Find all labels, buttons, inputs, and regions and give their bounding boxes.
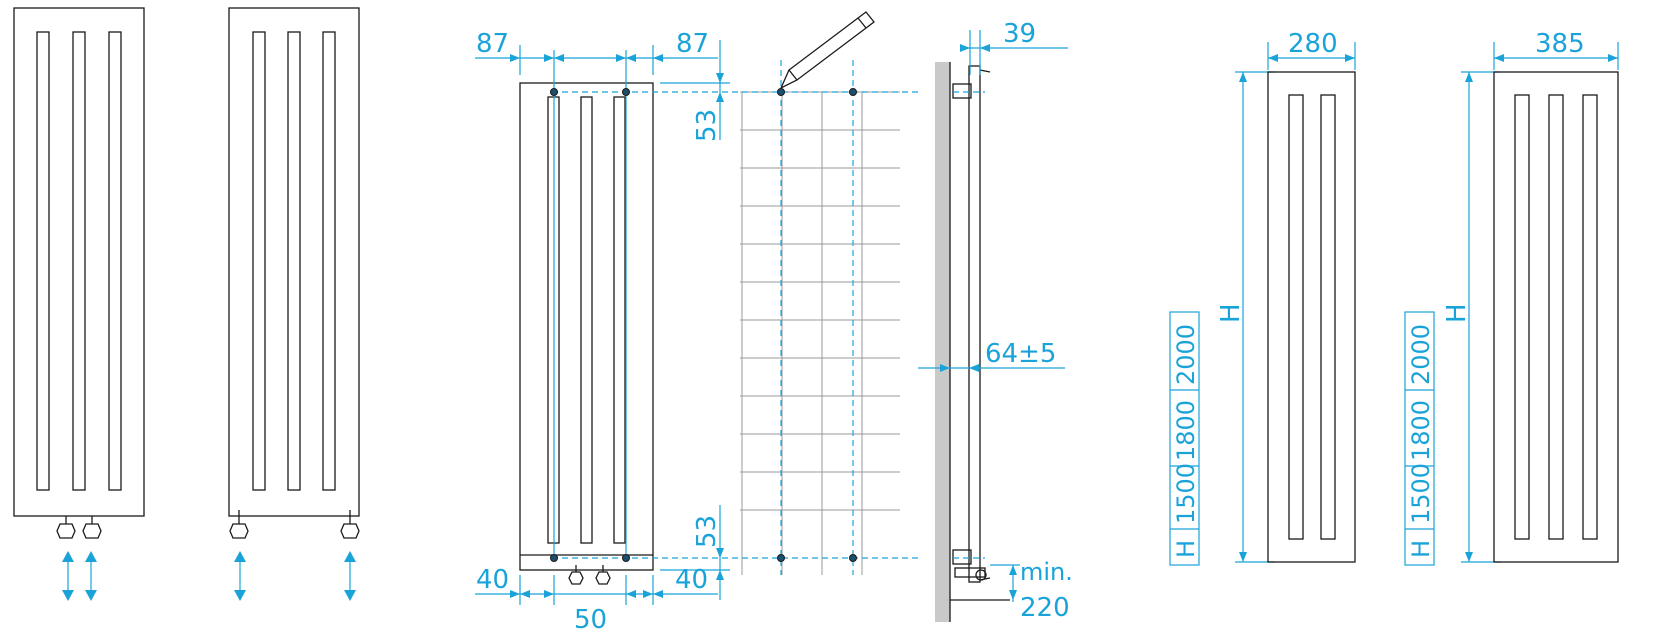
dim-depth: 39 xyxy=(1003,19,1036,49)
height-option-1500: 1500 xyxy=(1172,463,1200,524)
wall-section xyxy=(935,62,950,622)
dim-min-label: min. xyxy=(1020,558,1073,586)
dim-top-offset: 53 xyxy=(692,109,722,142)
front-view-385: H 1500 1800 2000 H 385 xyxy=(1404,29,1619,566)
installation-side-view: 39 64±5 min. 220 xyxy=(918,19,1073,623)
height-table: H 1500 1800 2000 xyxy=(1404,311,1435,566)
height-option-1500: 1500 xyxy=(1407,463,1435,524)
height-option-2000: 2000 xyxy=(1172,324,1200,385)
flow-arrow-icon xyxy=(234,551,356,601)
height-symbol: H xyxy=(1216,303,1246,323)
height-table-header: H xyxy=(1172,540,1200,558)
dim-min-value: 220 xyxy=(1020,593,1070,623)
dim-bottom-offset: 53 xyxy=(692,515,722,548)
height-option-1800: 1800 xyxy=(1172,400,1200,461)
installation-front-view: 87 87 53 53 40 40 50 xyxy=(475,11,920,635)
radiator-view-side-connection xyxy=(228,7,360,601)
flow-arrow-icon xyxy=(62,551,97,601)
valve-icon xyxy=(229,510,360,539)
width-385: 385 xyxy=(1535,29,1585,59)
valve-icon xyxy=(954,567,987,581)
height-table: H 1500 1800 2000 xyxy=(1169,311,1200,566)
dim-bottom-right: 40 xyxy=(675,565,708,595)
dim-left-offset: 87 xyxy=(476,29,509,59)
pencil-icon xyxy=(779,11,875,90)
height-option-2000: 2000 xyxy=(1407,324,1435,385)
dim-bottom-left: 40 xyxy=(476,565,509,595)
radiator-view-center-connection xyxy=(13,7,145,601)
dim-right-offset: 87 xyxy=(676,29,709,59)
height-table-header: H xyxy=(1407,540,1435,558)
dim-wall-distance: 64±5 xyxy=(985,339,1056,369)
front-view-280: H 1500 1800 2000 H 280 xyxy=(1169,29,1356,566)
width-280: 280 xyxy=(1288,29,1338,59)
height-symbol: H xyxy=(1442,303,1472,323)
valve-icon xyxy=(56,516,102,539)
valve-icon xyxy=(568,565,611,585)
height-option-1800: 1800 xyxy=(1407,400,1435,461)
wall-tiles xyxy=(740,91,900,575)
dim-valve-spacing: 50 xyxy=(574,605,607,635)
